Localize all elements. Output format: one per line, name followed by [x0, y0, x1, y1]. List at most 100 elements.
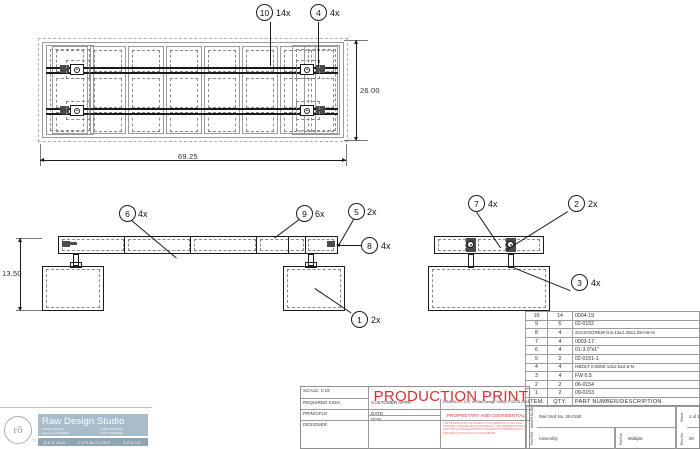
top-view-rail-upper [46, 67, 338, 69]
bom-qty: 2 [547, 379, 573, 390]
bom-part: 0004-19 [572, 311, 700, 321]
sheet-info-block: Assem No.No Rail Yard No. 30-0150 Sheet … [525, 405, 700, 449]
rev-no-value: 00 [689, 436, 694, 441]
trademark-mark: TM [32, 438, 37, 442]
dgn-cell: DGN [369, 415, 441, 421]
balloon-5-qty: 2x [367, 207, 377, 217]
assem-no-value: Rail Yard No. 30-0150 [537, 406, 676, 428]
customer-appr-cell: CUSTOMER APPR: [369, 399, 441, 410]
front-view-left-cabinet [42, 266, 104, 311]
bom-item: 8 [525, 328, 548, 338]
leader-balloon-10 [270, 22, 271, 66]
company-logo-block: rô TM Raw Design Studio 120 W 12th Ave D… [2, 408, 152, 449]
top-view-outer-boundary [38, 38, 348, 142]
top-view-rail-upper-2 [46, 72, 338, 74]
top-view-frame [42, 42, 344, 138]
front-view-right-cabinet [283, 266, 345, 311]
balloon-9[interactable]: 9 [296, 205, 313, 222]
sheet-label: Sheet [676, 406, 687, 428]
company-phone-line1: P.303.525.0608 [100, 426, 123, 431]
bom-qty: 4 [547, 362, 573, 373]
leader-balloon-5 [339, 217, 355, 244]
part-ref-label: Part Ref [526, 428, 537, 449]
rev-no-label: Rev No [676, 428, 687, 449]
bom-part: SCHCSCREW 0.5-13x1.25x1.25-HX-N [572, 328, 700, 338]
company-name: Raw Design Studio 120 W 12th Ave Denver,… [38, 414, 148, 436]
company-name-text: Raw Design Studio [42, 415, 125, 427]
side-view-left-post [468, 254, 474, 268]
bom-part: 01-3.0"x1" [572, 345, 700, 355]
side-view-cabinet [428, 266, 550, 311]
bom-part: FW 0.5 [572, 371, 700, 381]
balloon-8-qty: 4x [381, 241, 391, 251]
drawn-by-cell: DRAWN BY: D.K. of Raw Design Studio © 05… [441, 399, 531, 410]
front-view-right-post [308, 254, 314, 266]
balloon-3[interactable]: 3 [571, 274, 588, 291]
top-view-left-endcap-hidden [50, 49, 90, 131]
bom-part: 02-0152 [572, 319, 700, 330]
balloon-4-qty: 4x [330, 8, 340, 18]
front-view-left-post-foot [70, 262, 82, 268]
production-print-stamp: PRODUCTION PRINT [373, 388, 529, 405]
balloon-9-qty: 6x [315, 209, 325, 219]
balloon-7-qty: 4x [488, 199, 498, 209]
proprietary-body: THE INFORMATION CONTAINED IN THIS DRAWIN… [443, 422, 527, 435]
part-no-label: Part No [615, 428, 626, 449]
balloon-6[interactable]: 6 [119, 205, 136, 222]
balloon-2[interactable]: 2 [568, 195, 585, 212]
bom-item: 7 [525, 336, 548, 347]
side-view-right-post [508, 254, 514, 268]
top-view-right-endcap [292, 45, 340, 135]
required-sign-cell: REQUIRED SIGN [301, 399, 369, 410]
top-view-rail-lower-2 [46, 113, 338, 115]
balloon-6-qty: 4x [138, 209, 148, 219]
tagline-space: SPACE [123, 439, 142, 445]
date-cell: DATE [369, 410, 441, 416]
bom-item: 9 [525, 319, 548, 330]
balloon-5[interactable]: 5 [348, 203, 365, 220]
bom-item: 5 [525, 353, 548, 364]
bom-part: 02-0151-1 [572, 353, 700, 364]
bom-item: 6 [525, 345, 548, 355]
side-view-cabinet-hidden [432, 269, 546, 308]
balloon-1-qty: 2x [371, 315, 381, 325]
balloon-4[interactable]: 4 [310, 4, 327, 21]
assem-no-label: Assem No.No [526, 406, 537, 428]
front-view-hardware-left [62, 241, 70, 247]
bom-qty: 6 [547, 319, 573, 330]
part-ref-value: Assembly [537, 428, 615, 449]
balloon-8[interactable]: 8 [361, 237, 378, 254]
bom-part: HBOLT 0.5000-13x2.5x2.5-N [572, 362, 700, 373]
tagline-design: DESIGN [44, 439, 66, 445]
bom-item: 4 [525, 362, 548, 373]
top-view-left-endcap [46, 45, 94, 135]
front-view-left-post [73, 254, 79, 266]
balloon-7[interactable]: 7 [468, 195, 485, 212]
front-view-left-cabinet-hidden [46, 269, 100, 308]
bom-part: 0003-17 [572, 336, 700, 347]
front-view-hardware-right [327, 241, 335, 247]
part-no-value: Multiple [626, 428, 676, 449]
bom-qty: 2 [547, 353, 573, 364]
top-view-rail-lower [46, 108, 338, 110]
balloon-3-qty: 4x [591, 278, 601, 288]
dim-depth-text: 26.00 [360, 86, 380, 95]
bom-item: 10 [525, 311, 548, 321]
company-address-line1: 120 W 12th Ave [42, 426, 66, 431]
balloon-1[interactable]: 1 [351, 311, 368, 328]
appr-blank-cell [369, 421, 441, 449]
dim-front-height-text: 13.50 [2, 269, 22, 278]
dim-width-text: 69.25 [178, 152, 198, 161]
balloon-10[interactable]: 10 [256, 4, 273, 21]
front-view-right-cabinet-hidden [287, 269, 341, 308]
balloon-2-qty: 2x [588, 199, 598, 209]
